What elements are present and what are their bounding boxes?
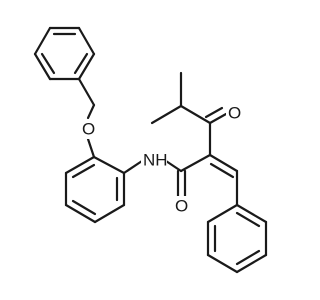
atom-label: NH [143,151,168,170]
bond [206,203,239,224]
bond [235,203,268,224]
atom-label: O [175,197,188,216]
benzyl-ring [33,26,96,81]
aromatic-inner-bond [73,52,89,75]
molecule-diagram: O O NH O [33,26,268,274]
aniline-ring [64,155,126,224]
bond [179,153,212,173]
bond [93,203,126,224]
bond [164,159,183,173]
aromatic-inner-bond [71,163,96,179]
phenyl-ring [206,203,268,274]
atom-ether-oxygen: O [79,119,97,139]
bond [64,203,97,224]
atom-amide-nitrogen: NH [141,150,168,170]
bond [77,77,96,107]
bond [179,104,212,125]
bond [122,159,144,175]
atom-label: O [82,120,95,139]
bond [86,103,96,120]
bond [208,153,239,173]
aromatic-inner-bond [235,249,261,266]
bond [204,106,224,119]
bond [206,253,239,274]
atom-ketone-oxygen: O [226,103,244,123]
bond [77,52,96,81]
bond [33,26,52,56]
atom-amide-oxygen: O [173,196,191,216]
aromatic-inner-bond [235,211,261,228]
bond [208,112,228,125]
bond [92,155,126,175]
bond [235,253,268,274]
bond [209,162,235,179]
atom-label: O [228,104,241,123]
aromatic-inner-bond [71,199,97,216]
bond [86,137,96,159]
structure-canvas: O O NH O [33,26,268,274]
bond [33,52,52,81]
bond [150,104,183,125]
bond [77,26,96,56]
bond [64,155,96,175]
aromatic-inner-bond [40,52,56,75]
